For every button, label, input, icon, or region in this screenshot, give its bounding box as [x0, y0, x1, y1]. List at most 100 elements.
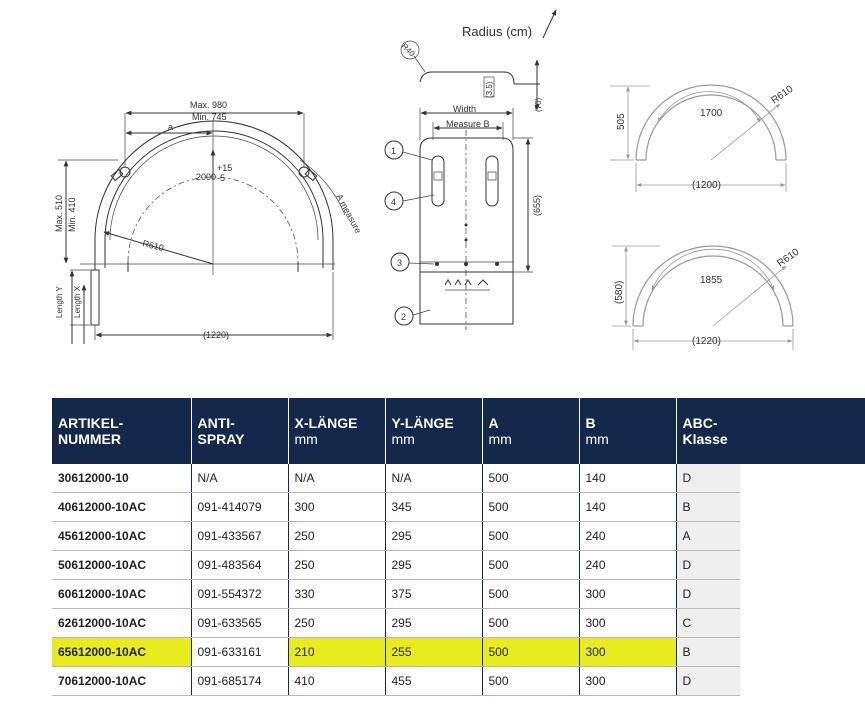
cell-artikelnummer: 62612000-10AC	[52, 608, 192, 638]
header-artikelnummer: ARTIKEL-NUMMER	[52, 398, 192, 464]
cell-y-laenge: 455	[385, 666, 483, 696]
table-row-highlighted: 65612000-10AC 091-633161 210 255 500 300…	[52, 637, 740, 667]
svg-text:1855: 1855	[700, 275, 723, 286]
table-row: 62612000-10AC 091-633565 250 295 500 300…	[52, 608, 740, 638]
cell-y-laenge: 375	[385, 579, 483, 609]
cell-antispray: 091-483564	[191, 550, 289, 580]
svg-text:R610: R610	[769, 83, 795, 106]
cell-x-laenge: N/A	[288, 464, 386, 493]
table-row: 70612000-10AC 091-685174 410 455 500 300…	[52, 666, 740, 696]
svg-text:(655): (655)	[532, 195, 542, 216]
cell-antispray: 091-633161	[191, 637, 289, 667]
table-row: 50612000-10AC 091-483564 250 295 500 240…	[52, 550, 740, 580]
svg-text:Min. 410: Min. 410	[67, 197, 77, 232]
radius-label: Radius (cm)	[462, 24, 532, 39]
cell-b: 140	[579, 464, 677, 493]
cell-y-laenge: N/A	[385, 464, 483, 493]
svg-text:(70): (70)	[534, 97, 543, 112]
svg-text:Max. 510: Max. 510	[54, 195, 64, 232]
svg-text:A measure: A measure	[334, 192, 363, 235]
cell-artikelnummer: 65612000-10AC	[52, 637, 192, 667]
cell-antispray: 091-433567	[191, 521, 289, 551]
cell-b: 300	[579, 637, 677, 667]
cell-abc-klasse: C	[676, 608, 740, 638]
cell-abc-klasse: D	[676, 666, 740, 696]
cell-y-laenge: 345	[385, 492, 483, 522]
cell-artikelnummer: 40612000-10AC	[52, 492, 192, 522]
cell-y-laenge: 295	[385, 521, 483, 551]
cell-a: 500	[482, 666, 580, 696]
svg-text:Length X: Length X	[73, 285, 82, 318]
table-row: 45612000-10AC 091-433567 250 295 500 240…	[52, 521, 740, 551]
cell-b: 300	[579, 666, 677, 696]
cell-b: 240	[579, 550, 677, 580]
cell-antispray: 091-685174	[191, 666, 289, 696]
cell-x-laenge: 250	[288, 550, 386, 580]
table-row: 60612000-10AC 091-554372 330 375 500 300…	[52, 579, 740, 609]
cell-artikelnummer: 45612000-10AC	[52, 521, 192, 551]
mudguard-variant-bottom: 1855 R610 (580) (1220)	[612, 245, 802, 350]
svg-text:3: 3	[397, 258, 402, 268]
cell-x-laenge: 210	[288, 637, 386, 667]
table-row: 40612000-10AC 091-414079 300 345 500 140…	[52, 492, 740, 522]
svg-text:(580): (580)	[614, 281, 625, 304]
svg-text:505: 505	[616, 113, 627, 130]
cell-abc-klasse: B	[676, 492, 740, 522]
cell-a: 500	[482, 637, 580, 667]
cell-x-laenge: 410	[288, 666, 386, 696]
cell-antispray: 091-414079	[191, 492, 289, 522]
svg-text:a: a	[168, 122, 173, 132]
callout-3	[390, 252, 410, 272]
r610-label: R610	[142, 238, 165, 253]
cell-y-laenge: 295	[385, 550, 483, 580]
cell-y-laenge: 255	[385, 637, 483, 667]
cell-antispray: N/A	[191, 464, 289, 493]
svg-text:(1220): (1220)	[692, 336, 721, 347]
cell-artikelnummer: 60612000-10AC	[52, 579, 192, 609]
cell-antispray: 091-554372	[191, 579, 289, 609]
mudguard-variant-top: 1700 R610 505 (1200)	[610, 83, 796, 192]
cell-b: 300	[579, 579, 677, 609]
mudguard-side-view: R610 +15 2000 -5 Max. 980 Min. 745 a A m…	[54, 100, 363, 344]
svg-text:R610: R610	[775, 246, 801, 269]
header-abc-klasse: ABC-Klasse	[676, 398, 740, 464]
front-view: Width Measure B (655) 1 4	[384, 104, 542, 330]
cell-a: 500	[482, 492, 580, 522]
header-antispray: ANTI-SPRAY	[191, 398, 289, 464]
svg-text:Min. 745: Min. 745	[192, 112, 227, 122]
cell-a: 500	[482, 550, 580, 580]
svg-text:(1200): (1200)	[692, 180, 721, 191]
cell-x-laenge: 250	[288, 521, 386, 551]
technical-drawings: R610 +15 2000 -5 Max. 980 Min. 745 a A m…	[54, 9, 802, 350]
cell-abc-klasse: D	[676, 464, 740, 493]
cell-artikelnummer: 70612000-10AC	[52, 666, 192, 696]
profile-section: Radius (cm) R40 (3.5) (70)	[400, 9, 557, 112]
svg-text:Length Y: Length Y	[55, 285, 64, 318]
cell-a: 500	[482, 464, 580, 493]
svg-text:2000: 2000	[196, 172, 216, 182]
svg-text:1: 1	[391, 146, 396, 156]
cell-abc-klasse: D	[676, 550, 740, 580]
mudguard-outer-arc	[94, 120, 334, 270]
svg-text:Max. 980: Max. 980	[190, 100, 227, 110]
cell-antispray: 091-633565	[191, 608, 289, 638]
callout-2	[394, 306, 414, 326]
cell-y-laenge: 295	[385, 608, 483, 638]
table-row: 30612000-10 N/A N/A N/A 500 140 D	[52, 464, 740, 493]
svg-text:(3.5): (3.5)	[485, 81, 494, 98]
cell-x-laenge: 250	[288, 608, 386, 638]
svg-text:-5: -5	[217, 173, 225, 183]
callout-1	[384, 140, 404, 160]
cell-a: 500	[482, 579, 580, 609]
cell-abc-klasse: A	[676, 521, 740, 551]
cell-x-laenge: 300	[288, 492, 386, 522]
cell-b: 240	[579, 521, 677, 551]
cell-abc-klasse: B	[676, 637, 740, 667]
